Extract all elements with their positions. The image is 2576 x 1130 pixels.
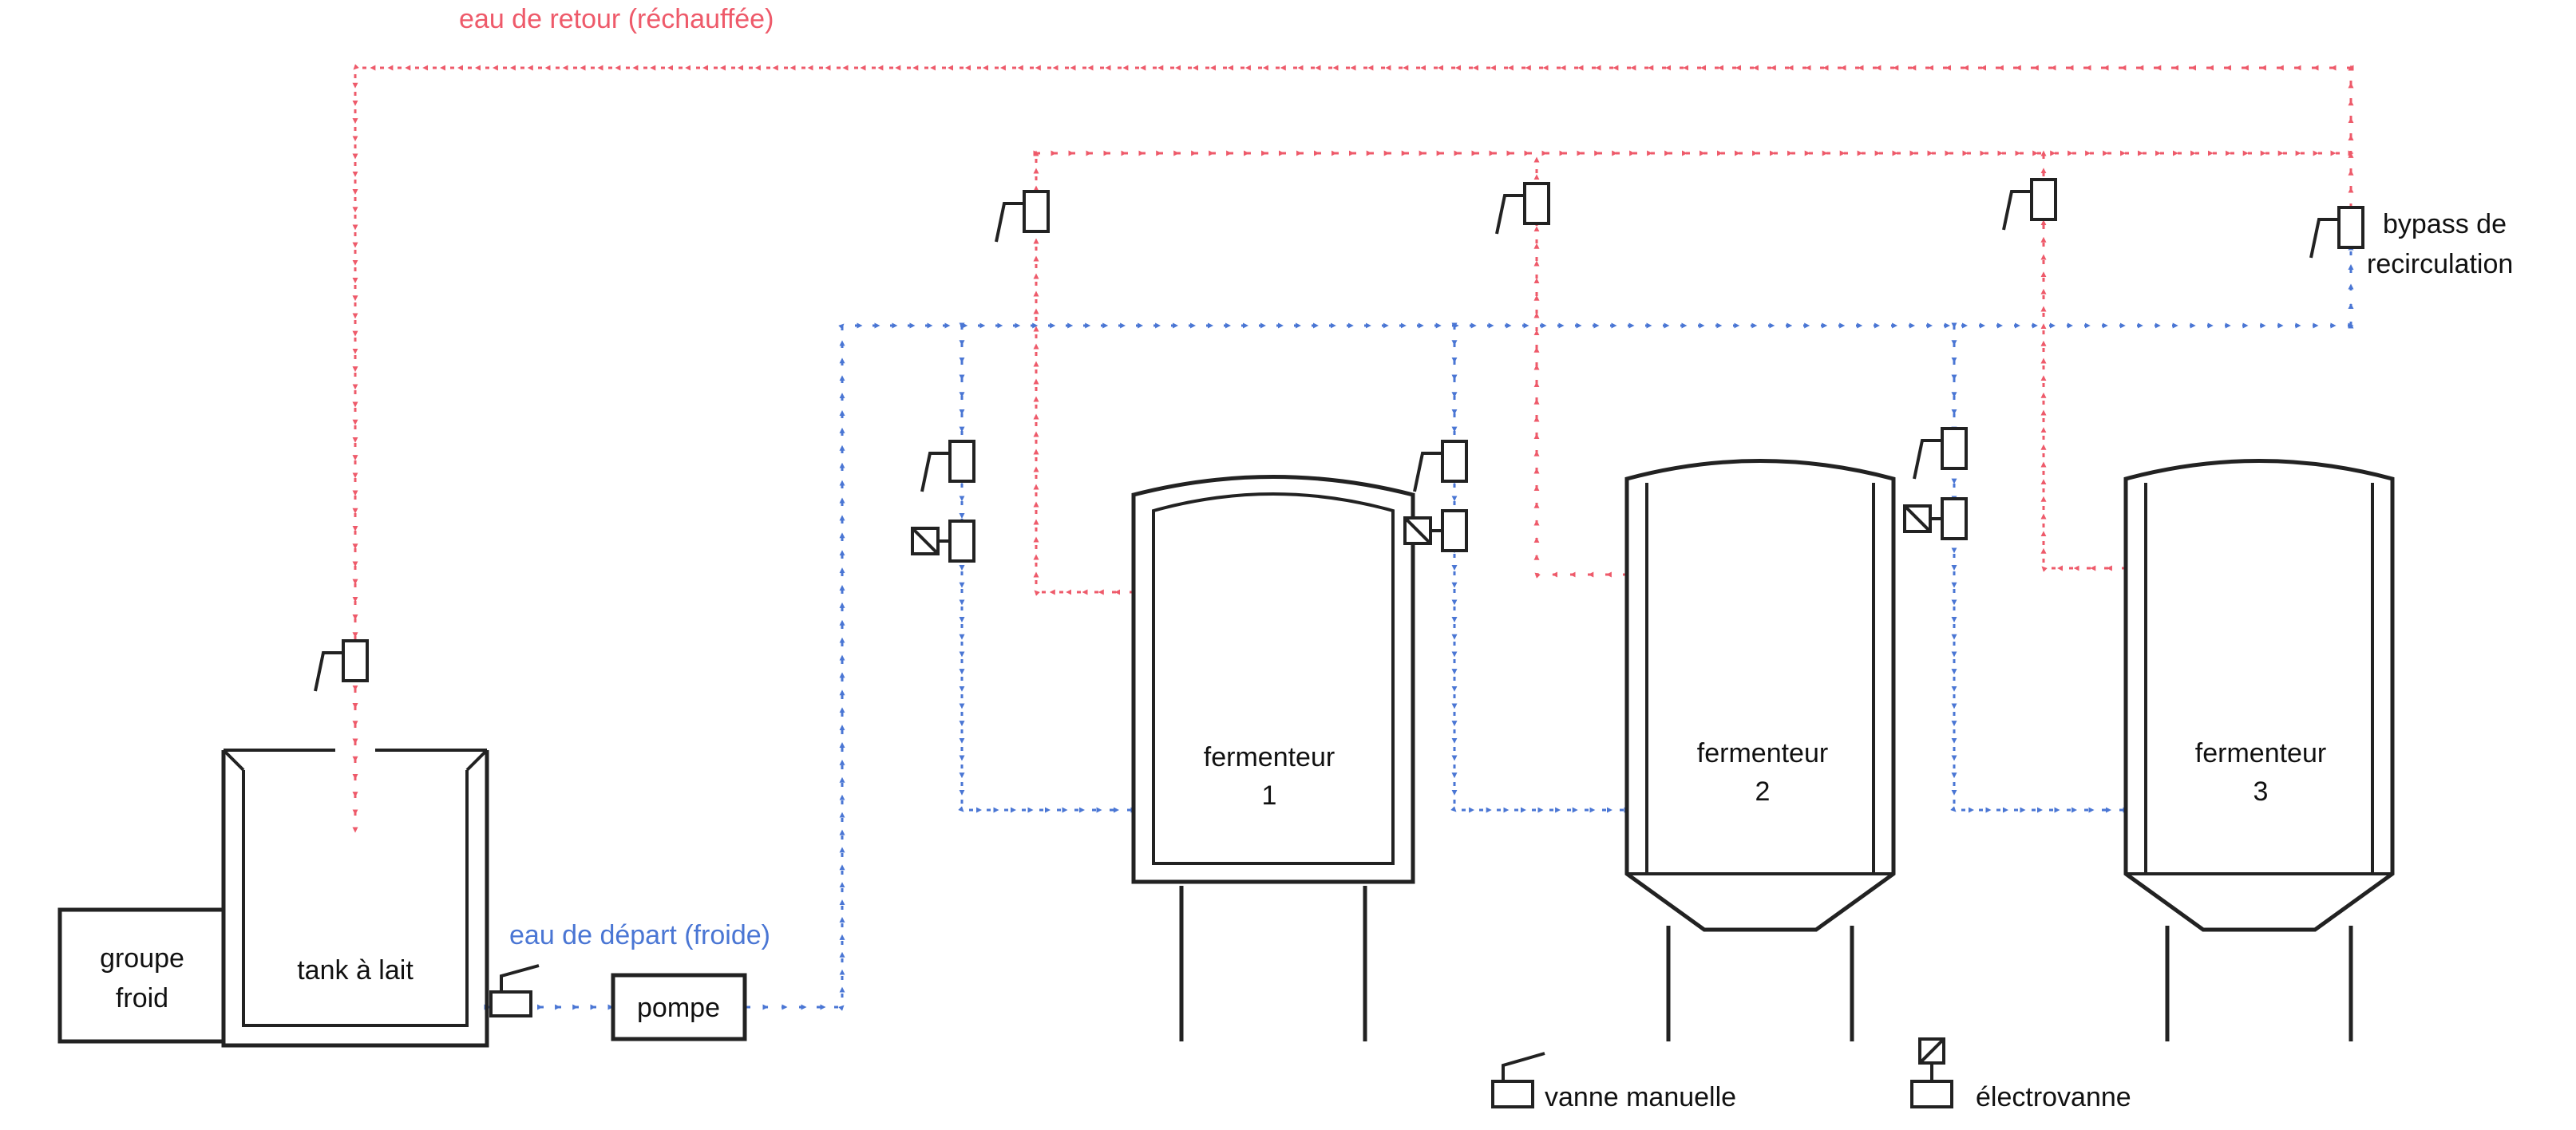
fermenter-2: fermenteur 2: [1624, 459, 1896, 1041]
pump: pompe: [611, 973, 747, 1041]
supply-water-label: eau de départ (froide): [509, 920, 770, 950]
supply-branch-fermenter-1: [958, 322, 1137, 813]
chiller-unit: groupe froid: [57, 907, 226, 1044]
manual-valve-return-3[interactable]: [2002, 178, 2057, 231]
manual-valve-return-2[interactable]: [1495, 182, 1550, 235]
milk-tank: tank à lait: [221, 749, 489, 1048]
bypass-label-line2: recirculation: [2367, 249, 2513, 279]
return-branch-fermenter-1: [1033, 150, 1137, 596]
milk-tank-label: tank à lait: [297, 955, 414, 986]
solenoid-valve-icon: [1910, 1037, 1953, 1108]
fermenter-1-number: 1: [1262, 780, 1277, 811]
chiller-label-line1: groupe: [100, 943, 184, 974]
fermenter-1-name: fermenteur: [1204, 742, 1335, 772]
bypass-label-line1: bypass de: [2383, 209, 2507, 239]
chiller-label-line2: froid: [116, 983, 168, 1013]
pipe-network: [352, 64, 2354, 1011]
supply-pipe-pump-to-header: [743, 322, 2354, 1011]
solenoid-valve-supply-1[interactable]: [911, 520, 975, 563]
return-water-label: eau de retour (réchauffée): [459, 4, 774, 34]
return-main-pipe: [352, 64, 2354, 833]
solenoid-valve-supply-3[interactable]: [1903, 497, 1968, 540]
fermenter-3: fermenteur 3: [2123, 459, 2395, 1041]
legend: vanne manuelle électrovanne: [1491, 1037, 2131, 1112]
legend-manual-valve: vanne manuelle: [1491, 1052, 1736, 1112]
manual-valve-pump-inlet[interactable]: [489, 964, 540, 1017]
supply-branch-fermenter-2: [1450, 322, 1630, 813]
manual-valve-bypass[interactable]: [2309, 206, 2364, 259]
legend-manual-valve-label: vanne manuelle: [1545, 1082, 1736, 1112]
fermenter-3-number: 3: [2254, 776, 2269, 807]
manual-valve-supply-3[interactable]: [1913, 427, 1968, 480]
manual-valve-return-1[interactable]: [995, 190, 1050, 243]
fermenter-2-number: 2: [1755, 776, 1771, 807]
pump-label: pompe: [637, 993, 720, 1023]
solenoid-valve-supply-2[interactable]: [1403, 509, 1468, 552]
legend-solenoid-valve: électrovanne: [1910, 1037, 2131, 1112]
manual-valve-supply-2[interactable]: [1413, 440, 1468, 492]
manual-valve-supply-1[interactable]: [920, 440, 975, 492]
supply-branch-fermenter-3: [1950, 322, 2129, 813]
valve-group: [314, 178, 2364, 1017]
fermenter-2-name: fermenteur: [1697, 738, 1828, 768]
manual-valve-icon: [1491, 1052, 1545, 1108]
manual-valve-return-main[interactable]: [314, 639, 369, 692]
legend-solenoid-valve-label: électrovanne: [1976, 1082, 2131, 1112]
fermenter-1: fermenteur 1: [1131, 475, 1415, 1041]
fermenter-3-name: fermenteur: [2195, 738, 2326, 768]
